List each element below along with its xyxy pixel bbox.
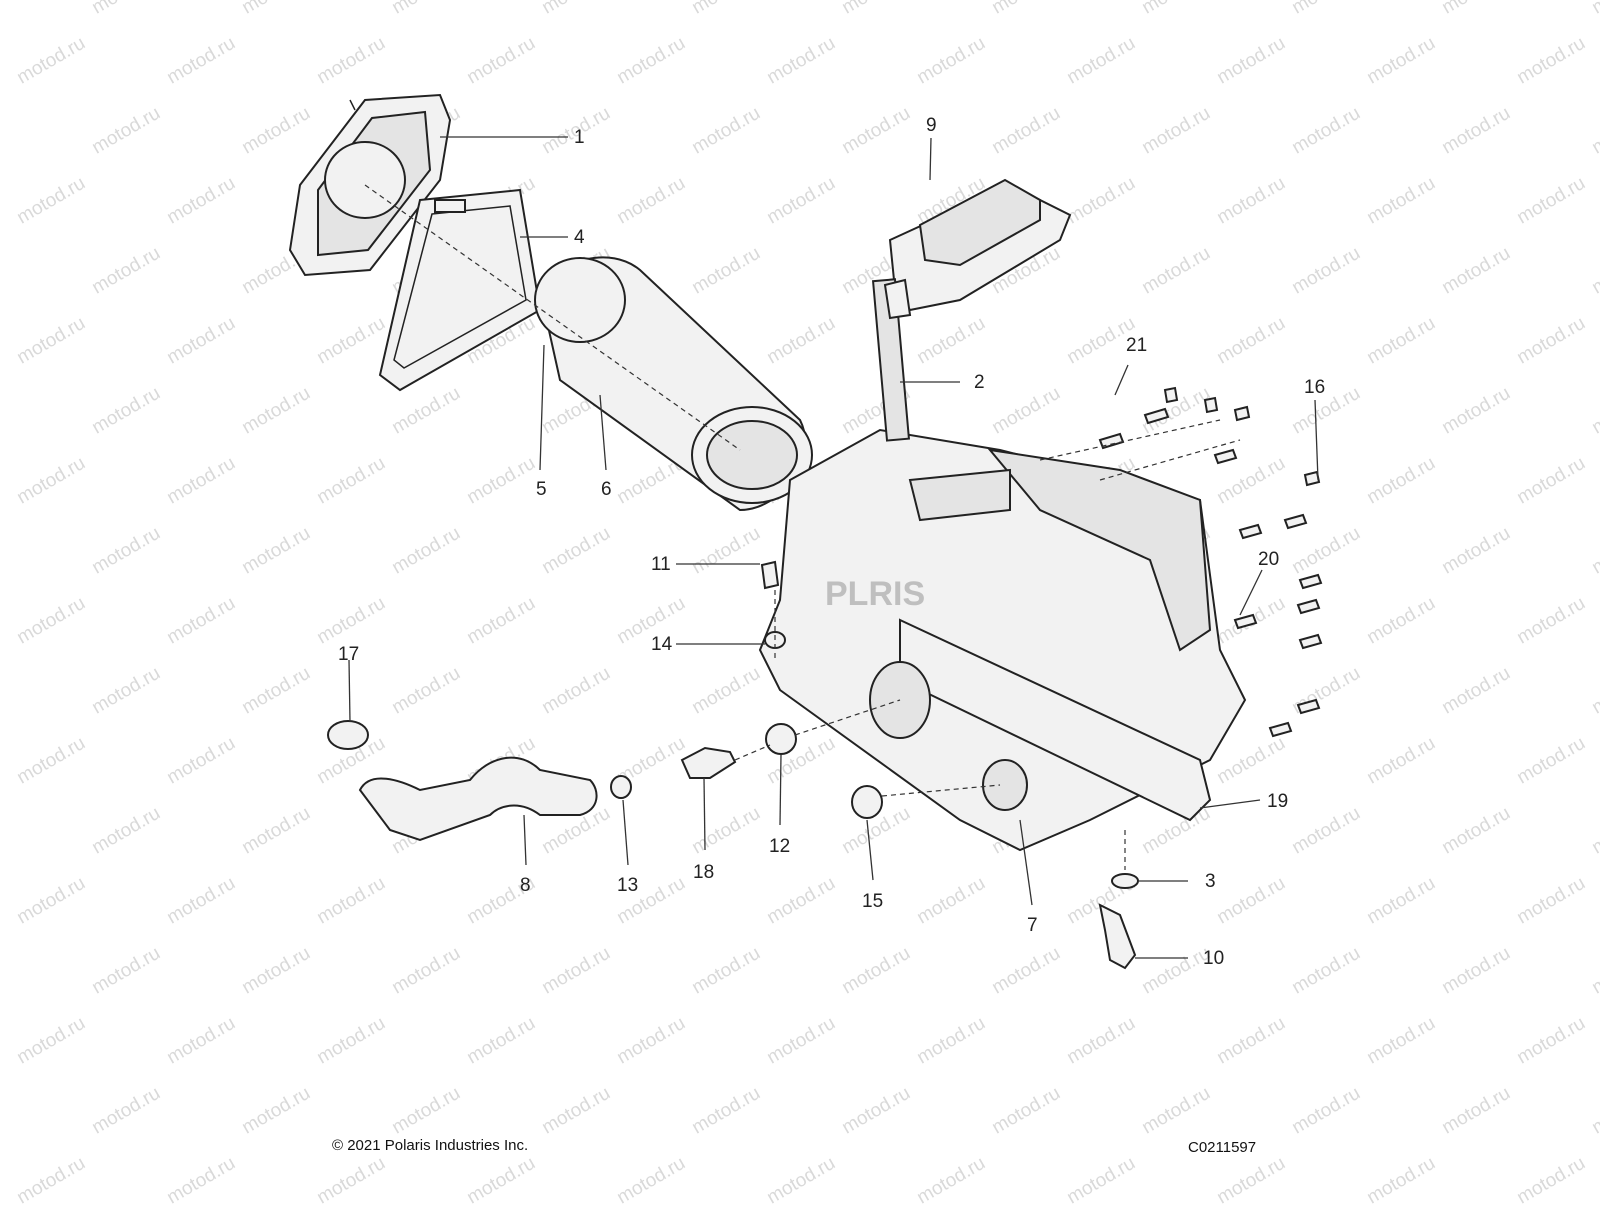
callout-18: 18 (693, 862, 715, 883)
part-17-clamp (327, 720, 369, 750)
callout-13: 13 (617, 875, 639, 896)
part-8-hose (358, 756, 598, 842)
callout-21: 21 (1126, 335, 1148, 356)
callout-10: 10 (1203, 948, 1225, 969)
part-9-mount (888, 178, 1072, 312)
callout-19: 19 (1267, 791, 1289, 812)
callout-4: 4 (574, 227, 585, 248)
callout-2: 2 (974, 372, 985, 393)
part-13-clamp (610, 775, 632, 799)
diagram-id: C0211597 (1188, 1139, 1257, 1156)
part-10-drain (1098, 903, 1137, 970)
part-6-air-filter (534, 256, 813, 512)
part-12-grommet (765, 723, 797, 755)
callout-16: 16 (1304, 377, 1326, 398)
part-11-bolt (760, 560, 780, 590)
part-4-gasket (378, 188, 542, 392)
bolts-group (1098, 386, 1323, 738)
callout-12: 12 (769, 836, 791, 857)
callout-14: 14 (651, 634, 673, 655)
callout-8: 8 (520, 875, 531, 896)
callout-11: 11 (651, 554, 671, 575)
assembly-lines (364, 184, 1241, 870)
part-7-airbox (758, 278, 1247, 852)
callout-1: 1 (574, 127, 585, 148)
callout-7: 7 (1027, 915, 1038, 936)
callout-9: 9 (926, 115, 937, 136)
part-15-plug (851, 785, 883, 819)
brand-mark: PLRIS (825, 575, 925, 613)
part-3-oring (1111, 873, 1139, 889)
callout-15: 15 (862, 891, 884, 912)
part-18-sensor (680, 746, 737, 779)
callout-5: 5 (536, 479, 547, 500)
part-1-intake-frame (288, 93, 452, 277)
callout-20: 20 (1258, 549, 1280, 570)
callout-6: 6 (601, 479, 612, 500)
leader-lines (348, 136, 1319, 959)
callout-3: 3 (1205, 871, 1216, 892)
part-2-tab (883, 278, 912, 320)
callout-17: 17 (338, 644, 360, 665)
copyright-text: © 2021 Polaris Industries Inc. (332, 1137, 529, 1154)
